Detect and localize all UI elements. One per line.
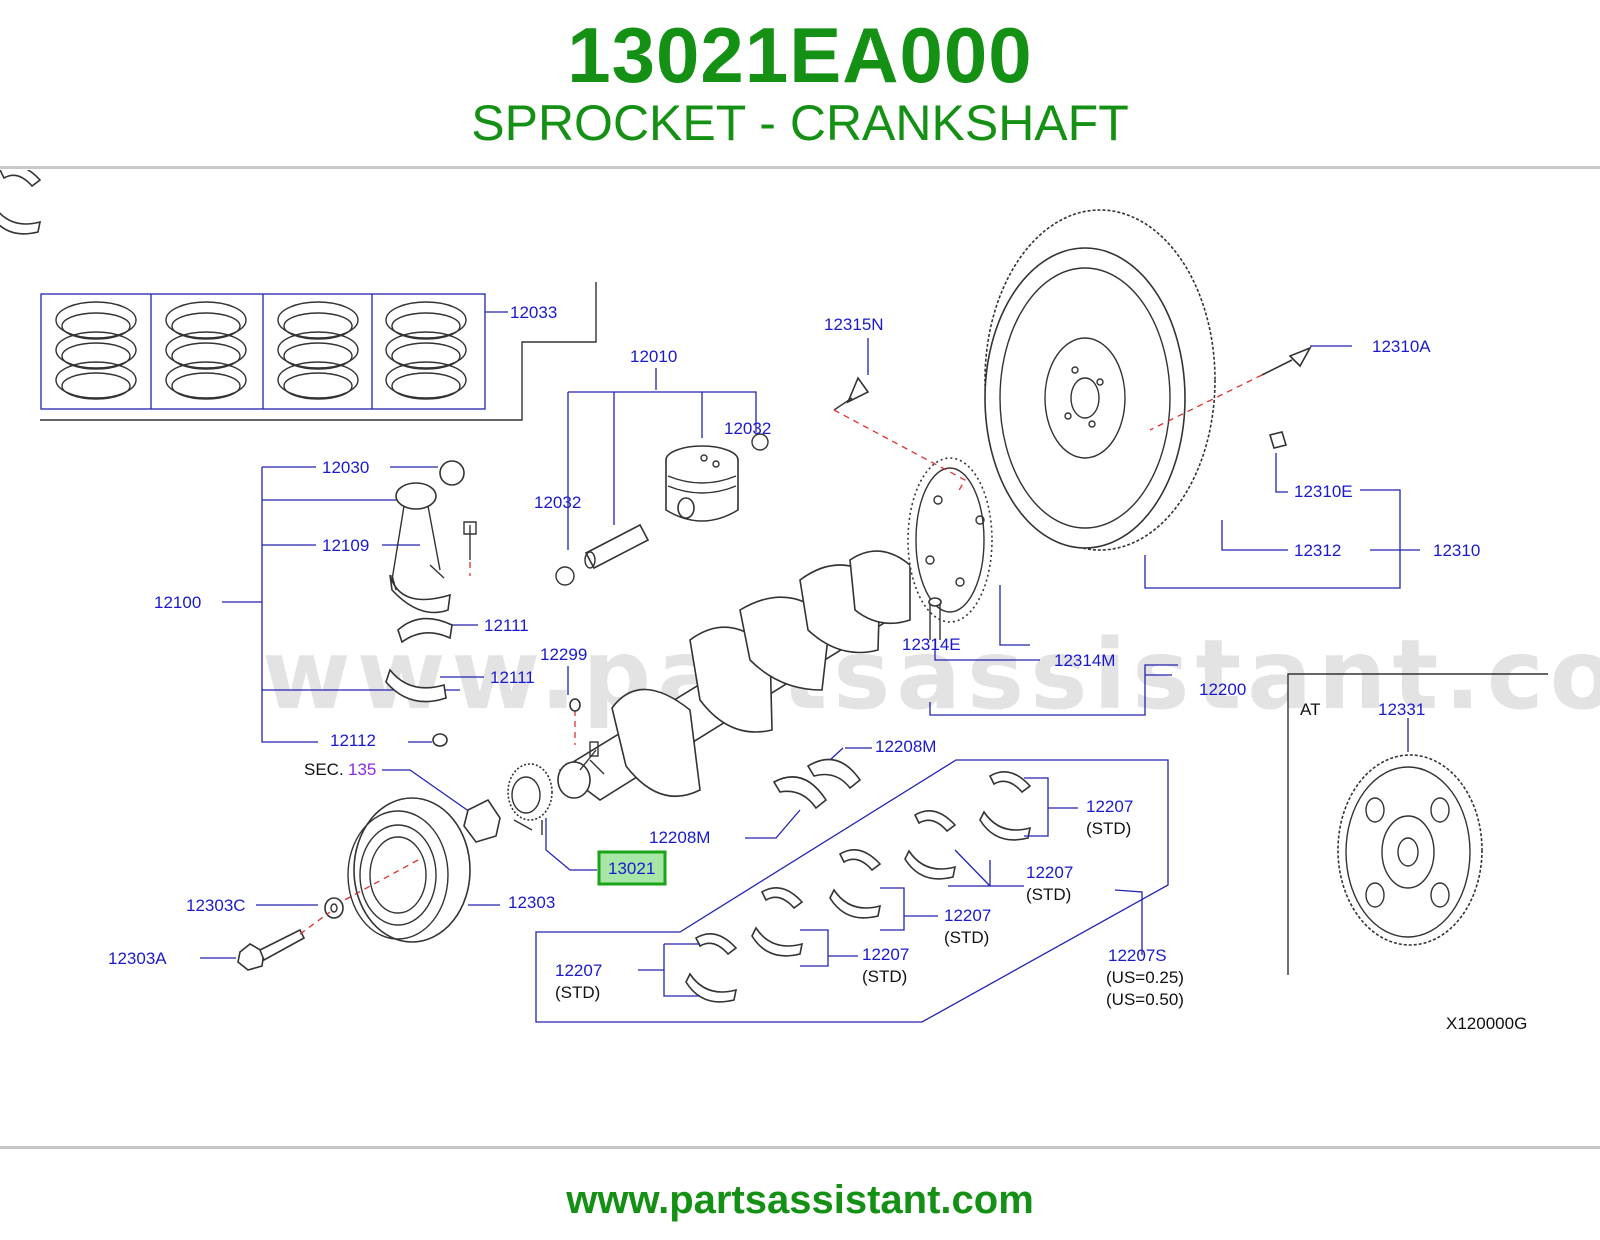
at-section bbox=[1287, 673, 1548, 975]
callout-12310[interactable]: 12310 bbox=[1433, 541, 1480, 560]
callout-13021-highlighted[interactable]: 13021 bbox=[608, 859, 655, 878]
connecting-rod-group bbox=[222, 460, 484, 747]
part-number-title: 13021EA000 bbox=[567, 11, 1033, 99]
callout-12315N[interactable]: 12315N bbox=[824, 315, 884, 334]
callout-12033[interactable]: 12033 bbox=[510, 303, 557, 322]
callout-12207-b[interactable]: 12207 bbox=[1026, 863, 1073, 882]
callout-12200[interactable]: 12200 bbox=[1199, 680, 1246, 699]
callout-12299[interactable]: 12299 bbox=[540, 645, 587, 664]
callout-12310E[interactable]: 12310E bbox=[1294, 482, 1353, 501]
thrust-bearings bbox=[745, 747, 872, 839]
sec-number[interactable]: 135 bbox=[348, 760, 376, 779]
at-label: AT bbox=[1300, 700, 1320, 719]
parts-diagram: www.partsassistant.com 12033 12010 bbox=[0, 170, 1600, 1033]
footer-divider bbox=[0, 1146, 1600, 1149]
figure-code: X120000G bbox=[1446, 1014, 1527, 1033]
callout-12207-c[interactable]: 12207 bbox=[944, 906, 991, 925]
highlight-box bbox=[597, 850, 667, 886]
qualifier-us050: (US=0.50) bbox=[1106, 990, 1184, 1009]
part-name-subtitle: SPROCKET - CRANKSHAFT bbox=[471, 95, 1129, 151]
callout-12208M-lower[interactable]: 12208M bbox=[649, 828, 710, 847]
qualifier-std-c: (STD) bbox=[944, 928, 989, 947]
crankshaft bbox=[557, 550, 911, 801]
drive-plate bbox=[907, 457, 1040, 661]
callout-12030[interactable]: 12030 bbox=[322, 458, 369, 477]
callout-12032-top[interactable]: 12032 bbox=[724, 419, 771, 438]
sec-prefix: SEC. bbox=[304, 760, 344, 779]
piston-ring-set bbox=[40, 282, 597, 421]
callout-12207-a[interactable]: 12207 bbox=[1086, 797, 1133, 816]
callout-12312[interactable]: 12312 bbox=[1294, 541, 1341, 560]
callout-12207-e[interactable]: 12207 bbox=[555, 961, 602, 980]
callout-12111-upper[interactable]: 12111 bbox=[484, 616, 529, 635]
callout-12331[interactable]: 12331 bbox=[1378, 700, 1425, 719]
callout-12032-left[interactable]: 12032 bbox=[534, 493, 581, 512]
qualifier-std-d: (STD) bbox=[862, 967, 907, 986]
qualifier-std-e: (STD) bbox=[555, 983, 600, 1002]
callout-12303C[interactable]: 12303C bbox=[186, 896, 246, 915]
footer-website[interactable]: www.partsassistant.com bbox=[566, 1178, 1034, 1222]
callout-12100[interactable]: 12100 bbox=[154, 593, 201, 612]
callout-12207-d[interactable]: 12207 bbox=[862, 945, 909, 964]
qualifier-us025: (US=0.25) bbox=[1106, 968, 1184, 987]
callout-12303[interactable]: 12303 bbox=[508, 893, 555, 912]
main-bearings bbox=[0, 170, 1169, 1023]
qualifier-std-b: (STD) bbox=[1026, 885, 1071, 904]
callout-12314M[interactable]: 12314M bbox=[1054, 651, 1115, 670]
header-divider bbox=[0, 166, 1600, 169]
callout-12303A[interactable]: 12303A bbox=[108, 949, 167, 968]
callout-12112[interactable]: 12112 bbox=[330, 731, 376, 750]
callout-12208M-upper[interactable]: 12208M bbox=[875, 737, 936, 756]
callout-12314E[interactable]: 12314E bbox=[902, 635, 961, 654]
flywheel bbox=[833, 209, 1420, 589]
piston-assembly bbox=[555, 368, 769, 586]
watermark: www.partsassistant.com bbox=[262, 619, 1600, 731]
front-end-parts bbox=[200, 763, 597, 971]
callout-12111-lower[interactable]: 12111 bbox=[490, 668, 535, 687]
callout-12207S[interactable]: 12207S bbox=[1108, 946, 1167, 965]
qualifier-std-a: (STD) bbox=[1086, 819, 1131, 838]
callout-12010[interactable]: 12010 bbox=[630, 347, 677, 366]
callout-12109[interactable]: 12109 bbox=[322, 536, 369, 555]
callout-12310A[interactable]: 12310A bbox=[1372, 337, 1431, 356]
